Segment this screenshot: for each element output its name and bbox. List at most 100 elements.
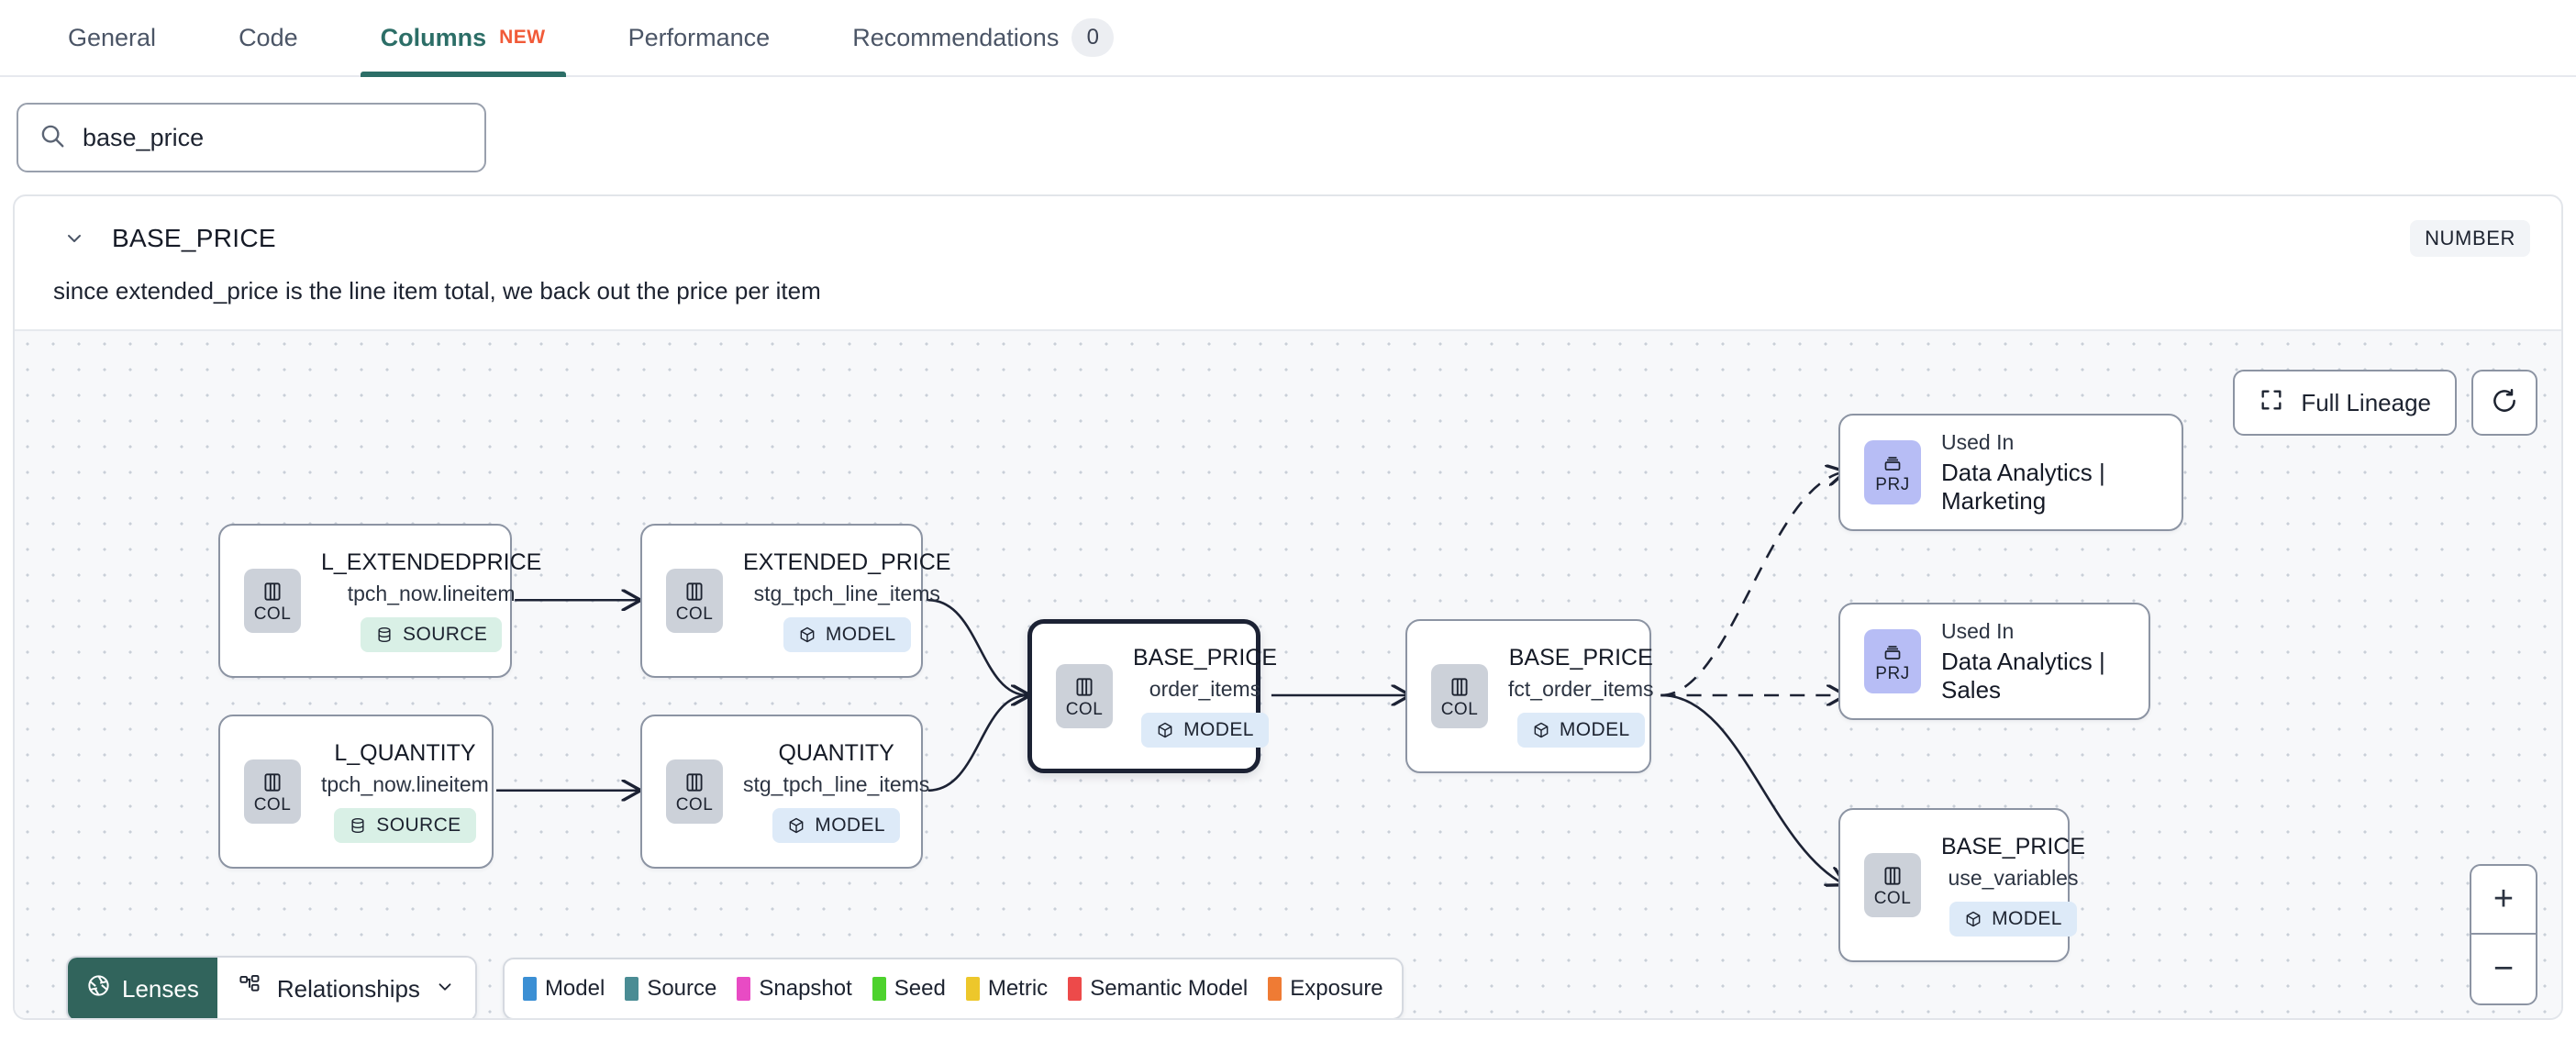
node-subtitle: order_items (1149, 677, 1261, 701)
node-type-pill: MODEL (772, 808, 900, 843)
legend-swatch (965, 977, 980, 1001)
column-icon: COL (244, 759, 301, 824)
cube-icon (800, 626, 815, 643)
lineage-node-l-extendedprice[interactable]: COL L_EXTENDEDPRICE tpch_now.lineitem SO… (218, 524, 541, 678)
search-area (0, 77, 2576, 189)
tab-label: Code (239, 23, 298, 51)
chevron-down-icon[interactable] (62, 227, 86, 250)
full-lineage-button[interactable]: Full Lineage (2233, 370, 2457, 436)
legend-item-source: Source (625, 976, 716, 1002)
recommendations-count-badge: 0 (1071, 18, 1115, 57)
project-name: Data Analytics | Sales (1941, 647, 2105, 704)
node-kind-label: COL (253, 794, 292, 815)
legend-item-exposure: Exposure (1268, 976, 1383, 1002)
legend-label: Semantic Model (1090, 976, 1249, 1001)
node-name: L_EXTENDEDPRICE (321, 549, 542, 575)
project-kicker: Used In (1941, 429, 2015, 454)
legend-swatch (1068, 977, 1083, 1001)
column-icon: COL (666, 759, 723, 824)
tab-label: Recommendations (852, 23, 1060, 51)
database-icon (351, 817, 364, 834)
lineage-node-project-sales[interactable]: PRJ Used In Data Analytics | Sales (1838, 603, 2150, 720)
legend-swatch (625, 977, 639, 1001)
node-type-pill: MODEL (1141, 713, 1269, 748)
node-name: BASE_PRICE (1133, 645, 1278, 671)
project-name: Data Analytics | Marketing (1941, 458, 2105, 515)
node-subtitle: stg_tpch_line_items (753, 582, 940, 605)
search-box[interactable] (17, 103, 486, 172)
legend-label: Metric (987, 976, 1049, 1001)
tab-recommendations[interactable]: Recommendations 0 (832, 0, 1134, 75)
legend-label: Snapshot (759, 976, 852, 1001)
tab-performance[interactable]: Performance (608, 0, 791, 75)
tab-label: General (68, 23, 157, 51)
tab-general[interactable]: General (48, 0, 176, 75)
tab-label: Columns (380, 23, 487, 51)
refresh-button[interactable] (2471, 370, 2537, 436)
lineage-node-base-price-order-items[interactable]: COL BASE_PRICE order_items MODEL (1027, 619, 1277, 773)
legend-label: Exposure (1290, 976, 1383, 1001)
search-icon (39, 122, 66, 154)
lineage-canvas[interactable]: COL L_EXTENDEDPRICE tpch_now.lineitem SO… (15, 329, 2561, 1020)
tab-columns[interactable]: Columns NEW (360, 0, 566, 77)
node-name: L_QUANTITY (334, 740, 476, 766)
legend-item-seed: Seed (872, 976, 946, 1002)
tab-label: Performance (627, 23, 771, 51)
search-input[interactable] (83, 123, 464, 152)
new-badge: NEW (499, 27, 546, 48)
legend-swatch (872, 977, 886, 1001)
node-type-legend: Model Source Snapshot Seed Metric (502, 958, 1404, 1018)
lineage-node-l-quantity[interactable]: COL L_QUANTITY tpch_now.lineitem SOURCE (218, 715, 494, 869)
node-name: BASE_PRICE (1941, 834, 2086, 859)
database-icon (378, 626, 391, 643)
legend-swatch (1268, 977, 1282, 1001)
node-subtitle: use_variables (1948, 866, 2079, 890)
zoom-controls: + − (2470, 864, 2537, 1005)
chevron-down-icon (435, 975, 455, 1003)
refresh-icon (2491, 387, 2518, 419)
node-name: BASE_PRICE (1508, 645, 1653, 671)
node-kind-label: PRJ (1875, 663, 1910, 683)
lineage-node-base-price-fct-order-items[interactable]: COL BASE_PRICE fct_order_items MODEL (1405, 619, 1654, 773)
node-kind-label: COL (675, 794, 714, 815)
project-icon: PRJ (1864, 629, 1921, 693)
node-name: EXTENDED_PRICE (743, 549, 951, 575)
lenses-button[interactable]: Lenses (68, 958, 217, 1018)
lineage-edges (496, 331, 2561, 1020)
column-description: since extended_price is the line item to… (53, 277, 821, 305)
legend-item-metric: Metric (965, 976, 1049, 1002)
node-pill-label: MODEL (1183, 719, 1254, 740)
lineage-node-quantity[interactable]: COL QUANTITY stg_tpch_line_items MODEL (640, 715, 929, 869)
lineage-node-base-price-use-variables[interactable]: COL BASE_PRICE use_variables MODEL (1838, 808, 2085, 962)
node-pill-label: MODEL (1992, 908, 2062, 929)
relationships-dropdown[interactable]: Relationships (217, 958, 475, 1018)
lineage-node-project-marketing[interactable]: PRJ Used In Data Analytics | Marketing (1838, 414, 2183, 531)
full-lineage-label: Full Lineage (2301, 388, 2431, 416)
node-pill-label: MODEL (1559, 719, 1630, 740)
graph-toolbar: Lenses Relationships Model (66, 956, 1404, 1018)
column-type-badge: NUMBER (2410, 220, 2530, 257)
node-pill-label: MODEL (825, 624, 896, 645)
column-panel: BASE_PRICE NUMBER since extended_price i… (13, 194, 2563, 1020)
column-icon: COL (1056, 664, 1113, 728)
tab-code[interactable]: Code (218, 0, 318, 75)
node-kind-label: COL (675, 604, 714, 624)
cube-icon (789, 817, 804, 834)
zoom-out-button[interactable]: − (2493, 949, 2515, 988)
node-kind-label: COL (253, 604, 292, 624)
legend-item-snapshot: Snapshot (737, 976, 852, 1002)
lineage-node-extended-price[interactable]: COL EXTENDED_PRICE stg_tpch_line_items M… (640, 524, 950, 678)
node-type-pill: MODEL (1949, 902, 2077, 937)
lenses-relationships-group: Lenses Relationships (66, 956, 477, 1018)
node-type-pill: SOURCE (361, 617, 503, 652)
node-pill-label: MODEL (815, 815, 885, 836)
node-kind-label: COL (1065, 699, 1104, 719)
cube-icon (1966, 911, 1981, 927)
legend-swatch (522, 977, 537, 1001)
node-type-pill: SOURCE (334, 808, 476, 843)
zoom-in-button[interactable]: + (2471, 866, 2536, 935)
column-icon: COL (244, 569, 301, 633)
cube-icon (1534, 722, 1549, 738)
cube-icon (1158, 722, 1172, 738)
legend-label: Source (647, 976, 717, 1001)
